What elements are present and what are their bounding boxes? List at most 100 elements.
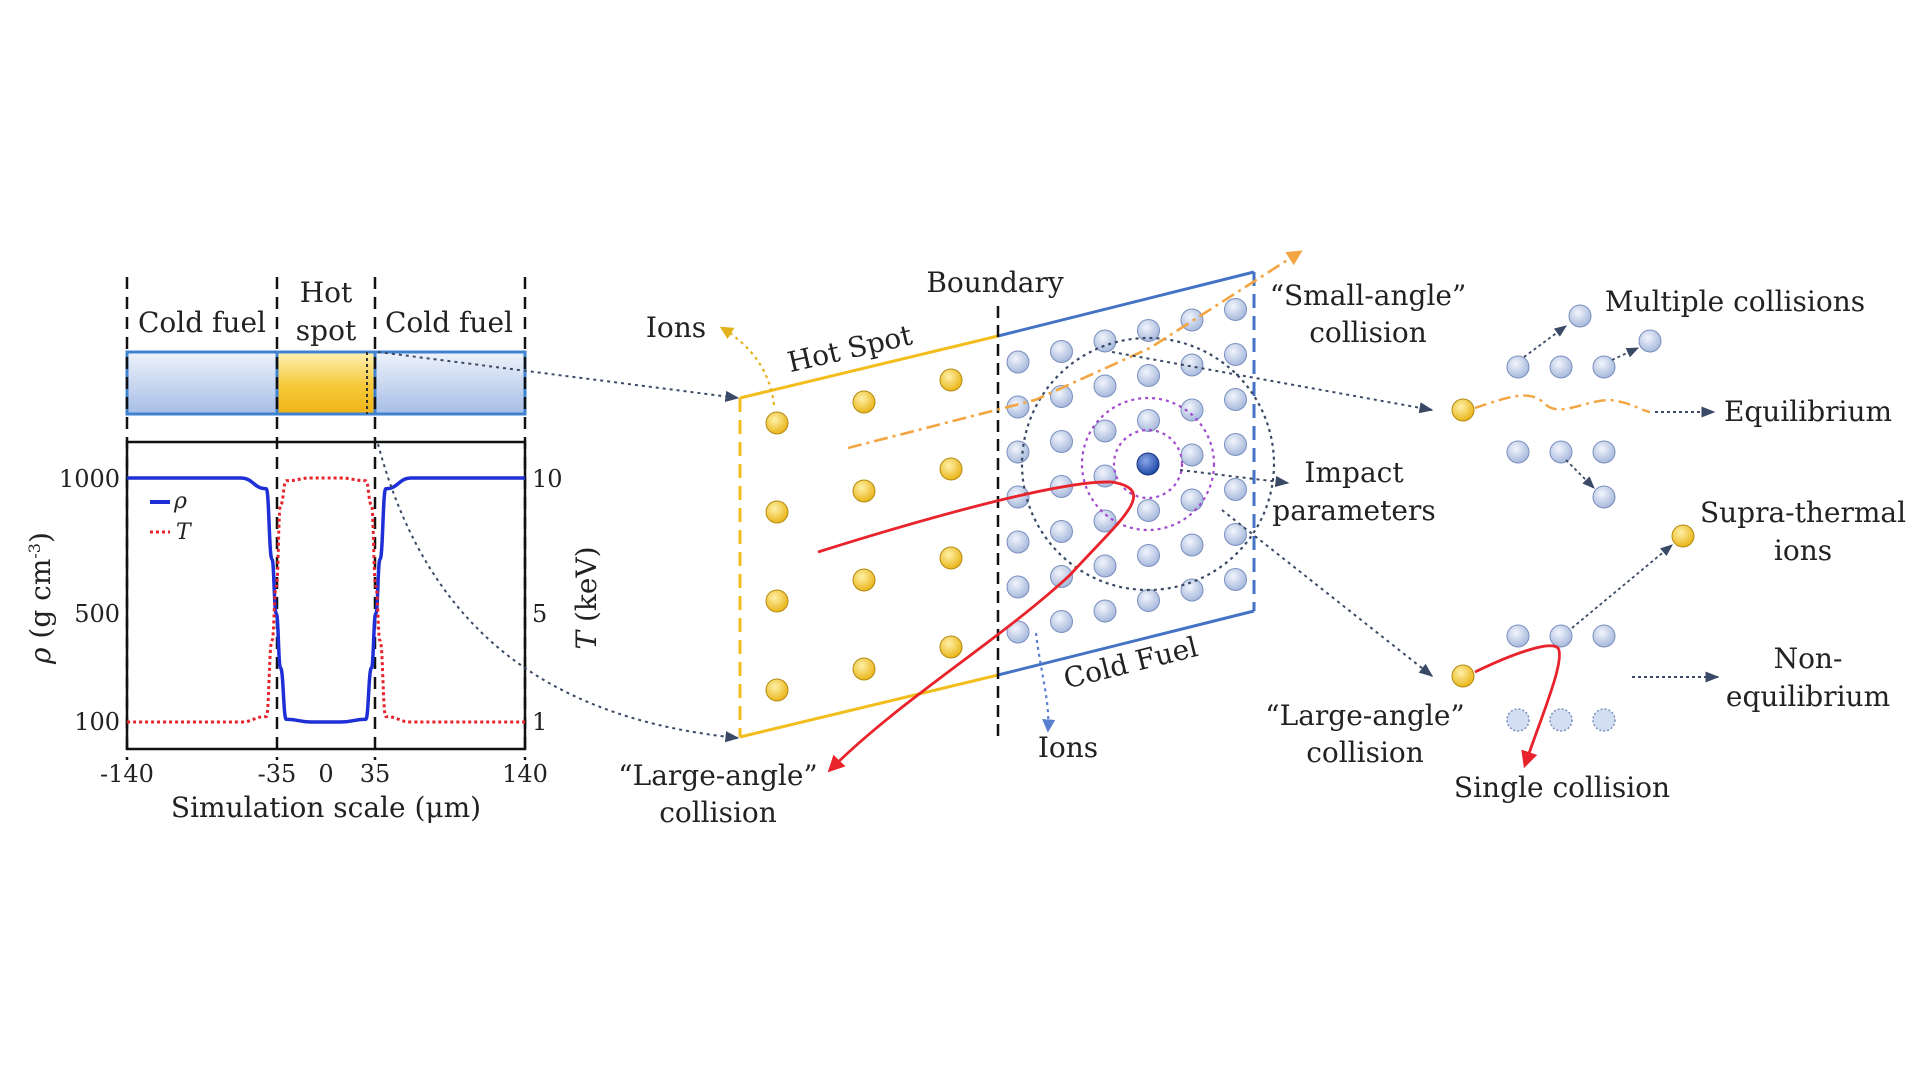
region-label-cold-left: Cold fuel bbox=[138, 306, 266, 339]
left-tick-1000: 1000 bbox=[59, 465, 120, 493]
right-tick-5: 5 bbox=[532, 600, 547, 628]
equilibrium-path bbox=[1474, 394, 1651, 414]
ion-blue bbox=[1592, 624, 1616, 648]
ion-blue bbox=[1638, 329, 1662, 353]
projectile-ion-eq bbox=[1451, 398, 1475, 422]
ion-escape-bottom bbox=[1034, 632, 1056, 733]
cold-fuel-label: Cold Fuel bbox=[1060, 630, 1201, 695]
region-label-hot-1: Hot bbox=[300, 276, 353, 309]
ion-blue bbox=[1093, 554, 1117, 578]
ion-blue bbox=[1592, 355, 1616, 379]
legend: ρ T bbox=[150, 489, 193, 545]
boundary-label: Boundary bbox=[926, 266, 1064, 299]
ion-blue bbox=[1006, 620, 1030, 644]
ion-blue bbox=[1224, 388, 1247, 411]
impact-label-1: Impact bbox=[1304, 456, 1404, 489]
ion-blue bbox=[1093, 374, 1117, 398]
ion-yellow bbox=[765, 589, 789, 613]
ion-yellow bbox=[939, 368, 963, 392]
ion-yellow bbox=[852, 390, 876, 414]
ion-blue bbox=[1180, 488, 1204, 512]
ion-blue bbox=[1568, 304, 1592, 328]
single-collision-path bbox=[1474, 644, 1561, 769]
left-tick-500: 500 bbox=[74, 600, 120, 628]
ion-blue bbox=[1006, 440, 1030, 464]
cold-fuel-top-edge bbox=[997, 270, 1255, 338]
small-angle-label-1: “Small-angle” bbox=[1270, 279, 1467, 312]
supra-thermal-label-1: Supra-thermal bbox=[1700, 496, 1906, 529]
ion-ghost bbox=[1592, 708, 1616, 732]
hot-spot-label: Hot Spot bbox=[784, 318, 916, 379]
ion-blue bbox=[1224, 568, 1247, 591]
ions-label-top: Ions bbox=[646, 311, 706, 344]
supra-thermal-arrow bbox=[1571, 544, 1673, 629]
ion-blue bbox=[1050, 520, 1073, 543]
large-angle-label-2: collision bbox=[659, 796, 777, 829]
cold-fuel-ions bbox=[1006, 298, 1247, 644]
ion-yellow bbox=[852, 479, 876, 503]
ghost-ions bbox=[1506, 708, 1616, 732]
ion-blue bbox=[1093, 599, 1117, 623]
ion-blue bbox=[1137, 544, 1160, 567]
ion-blue bbox=[1224, 343, 1247, 366]
ion-blue bbox=[1050, 565, 1073, 588]
ion-blue bbox=[1050, 385, 1073, 408]
ion-blue bbox=[1592, 485, 1616, 509]
small-angle-trajectory bbox=[847, 250, 1303, 450]
supra-thermal-label-2: ions bbox=[1774, 534, 1832, 567]
profile-curves bbox=[127, 476, 525, 724]
ion-yellow bbox=[852, 568, 876, 592]
ion-blue bbox=[1224, 523, 1247, 546]
ion-blue bbox=[1137, 499, 1160, 522]
single-collision-ions bbox=[1506, 624, 1616, 648]
x-tick-n35: -35 bbox=[258, 760, 297, 788]
ion-yellow bbox=[765, 411, 789, 435]
large-angle-label-1: “Large-angle” bbox=[618, 759, 817, 792]
region-dividers bbox=[125, 277, 527, 760]
cold-fuel-bottom-edge bbox=[997, 609, 1255, 677]
ion-yellow bbox=[765, 500, 789, 524]
ion-blue bbox=[1506, 355, 1530, 379]
ion-blue bbox=[1093, 509, 1117, 533]
target-ion bbox=[1136, 452, 1160, 476]
non-equilibrium-label-1: Non- bbox=[1774, 642, 1843, 675]
plot-frame bbox=[125, 440, 527, 751]
ion-blue bbox=[1180, 578, 1204, 602]
ion-blue bbox=[1224, 478, 1247, 501]
non-equilibrium-label-2: equilibrium bbox=[1726, 680, 1890, 713]
x-tick-n140: -140 bbox=[100, 760, 154, 788]
right-tick-1: 1 bbox=[532, 708, 547, 736]
region-label-hot-2: spot bbox=[296, 314, 357, 347]
ion-blue bbox=[1050, 340, 1073, 363]
multiple-collision-arrows bbox=[1523, 325, 1640, 489]
ion-blue bbox=[1549, 355, 1573, 379]
ion-blue bbox=[1506, 624, 1530, 648]
ion-blue bbox=[1180, 443, 1204, 467]
ion-blue bbox=[1549, 440, 1573, 464]
ion-blue bbox=[1093, 419, 1117, 443]
ion-blue bbox=[1006, 530, 1030, 554]
temperature-profile-line bbox=[127, 476, 525, 724]
ion-blue bbox=[1180, 398, 1204, 422]
x-tick-35: 35 bbox=[360, 760, 391, 788]
ion-blue bbox=[1137, 364, 1160, 387]
ion-blue bbox=[1006, 575, 1030, 599]
large-angle-trajectory bbox=[817, 480, 1135, 773]
ion-ghost bbox=[1549, 708, 1573, 732]
ion-blue bbox=[1180, 533, 1204, 557]
multiple-collisions-label: Multiple collisions bbox=[1605, 285, 1865, 318]
region-label-cold-right: Cold fuel bbox=[385, 306, 513, 339]
ion-blue bbox=[1592, 440, 1616, 464]
x-tick-140: 140 bbox=[502, 760, 548, 788]
ion-blue bbox=[1224, 298, 1247, 321]
multiple-collision-ions bbox=[1506, 304, 1662, 509]
ion-blue bbox=[1506, 440, 1530, 464]
single-collision-label: Single collision bbox=[1454, 771, 1670, 804]
ion-yellow bbox=[852, 657, 876, 681]
legend-T-label: T bbox=[176, 520, 193, 545]
ion-blue bbox=[1137, 319, 1160, 342]
left-tick-100: 100 bbox=[74, 708, 120, 736]
ion-yellow bbox=[939, 635, 963, 659]
ion-blue bbox=[1549, 624, 1573, 648]
